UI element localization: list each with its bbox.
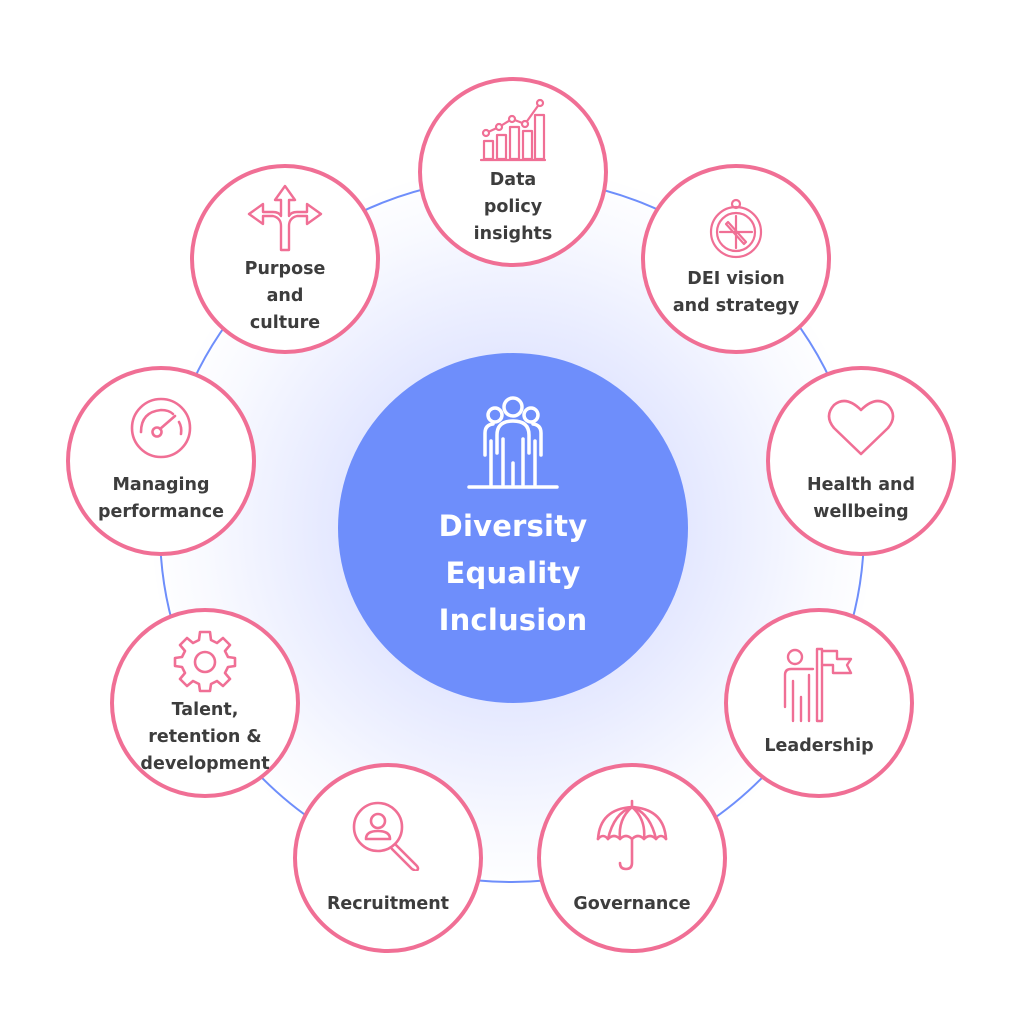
umbrella-icon	[594, 799, 670, 871]
heart-icon	[826, 396, 896, 458]
node-label: Data policy insights	[473, 169, 553, 244]
node-label: Health and wellbeing	[806, 475, 916, 522]
node-governance[interactable]: Governance	[537, 763, 727, 953]
person-with-flag-icon	[779, 647, 859, 723]
node-label: Purpose and culture	[244, 258, 326, 333]
compass-icon	[708, 198, 764, 260]
person-search-icon	[350, 799, 426, 871]
node-label: Managing performance	[97, 475, 225, 522]
center-title-line-2: Equality	[445, 556, 581, 590]
node-health-wellbeing[interactable]: Health and wellbeing	[766, 366, 956, 556]
node-label: DEI vision and strategy	[672, 269, 800, 316]
node-managing-performance[interactable]: Managing performance	[66, 366, 256, 556]
group-of-people-icon	[465, 395, 561, 497]
node-label: Recruitment	[326, 893, 450, 914]
center-title-line-1: Diversity	[438, 509, 588, 543]
node-purpose-culture[interactable]: Purpose and culture	[190, 164, 380, 354]
center-diversity-equality-inclusion: Diversity Equality Inclusion	[338, 353, 688, 703]
node-dei-vision-strategy[interactable]: DEI vision and strategy	[641, 164, 831, 354]
split-arrows-icon	[247, 182, 323, 252]
speedometer-icon	[129, 396, 193, 460]
node-leadership[interactable]: Leadership	[724, 608, 914, 798]
node-talent-retention-development[interactable]: Talent, retention & development	[110, 608, 300, 798]
gear-icon	[173, 629, 237, 693]
bar-chart-trend-icon	[480, 97, 546, 163]
node-label: Governance	[573, 893, 691, 914]
node-data-policy-insights[interactable]: Data policy insights	[418, 77, 608, 267]
node-label: Leadership	[764, 735, 874, 756]
node-recruitment[interactable]: Recruitment	[293, 763, 483, 953]
node-label: Talent, retention & development	[140, 699, 270, 774]
center-title-line-3: Inclusion	[438, 603, 588, 637]
